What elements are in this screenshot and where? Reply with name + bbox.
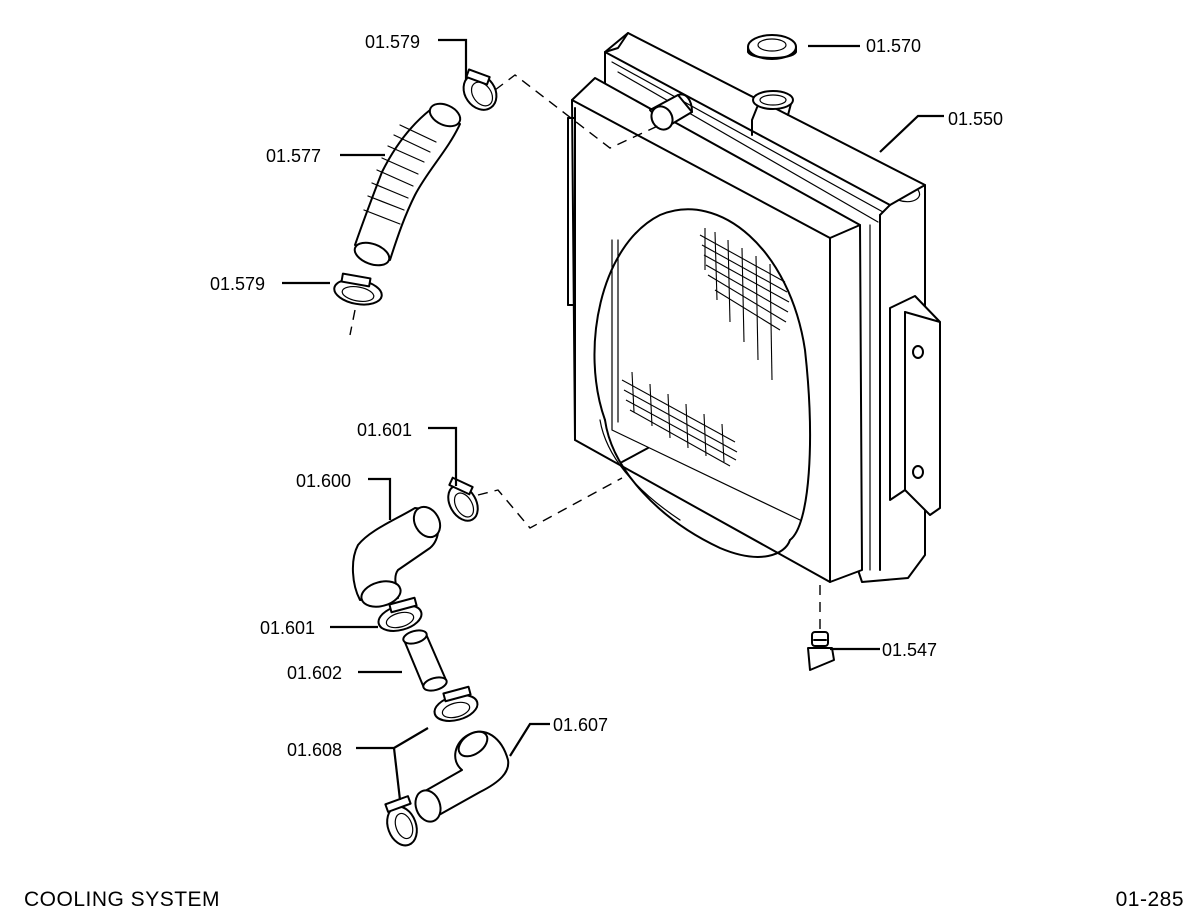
label-upper-hose: 01.577 bbox=[266, 146, 321, 166]
label-radiator-cap: 01.570 bbox=[866, 36, 921, 56]
lower-elbow-hose bbox=[352, 505, 442, 608]
label-hose-clamp-lower-top: 01.601 bbox=[357, 420, 412, 440]
upper-hose-guide bbox=[494, 74, 661, 149]
hose-clamp-upper-top bbox=[462, 68, 498, 111]
leader-lines bbox=[282, 38, 944, 801]
mounting-bracket bbox=[889, 295, 941, 516]
label-hose-clamp-upper-top: 01.579 bbox=[365, 32, 420, 52]
radiator-cap bbox=[747, 34, 797, 60]
upper-clamp-guide bbox=[349, 309, 356, 336]
hose-clamp-lower-lower bbox=[433, 685, 479, 722]
label-connector-tube: 01.602 bbox=[287, 663, 342, 683]
hose-clamp-lower-end bbox=[384, 795, 418, 847]
upper-hose bbox=[353, 102, 462, 267]
upper-inlet-pipe bbox=[649, 93, 693, 131]
label-lower-outlet-hose: 01.607 bbox=[553, 715, 608, 735]
core-hatching-top bbox=[699, 228, 790, 381]
radiator-assembly bbox=[567, 32, 941, 583]
diagram-title: COOLING SYSTEM bbox=[24, 888, 221, 911]
connector-tube bbox=[402, 629, 448, 692]
lower-outlet-hose bbox=[414, 730, 510, 823]
drain-valve bbox=[807, 631, 835, 671]
label-hose-clamps-lower: 01.608 bbox=[287, 740, 342, 760]
label-drain-valve: 01.547 bbox=[882, 640, 937, 660]
label-hose-clamp-upper-bottom: 01.579 bbox=[210, 274, 265, 294]
hose-clamp-lower-middle bbox=[377, 596, 423, 632]
core-hatching-bottom bbox=[621, 371, 738, 467]
hose-clamp-lower-top bbox=[447, 476, 479, 522]
lower-hose-guide bbox=[477, 477, 623, 529]
page-number: 01-285 bbox=[1115, 888, 1184, 911]
label-radiator: 01.550 bbox=[948, 109, 1003, 129]
filler-neck bbox=[751, 90, 794, 136]
hose-clamp-upper-bottom bbox=[333, 272, 383, 306]
label-lower-elbow-hose: 01.600 bbox=[296, 471, 351, 491]
label-hose-clamp-lower-middle: 01.601 bbox=[260, 618, 315, 638]
